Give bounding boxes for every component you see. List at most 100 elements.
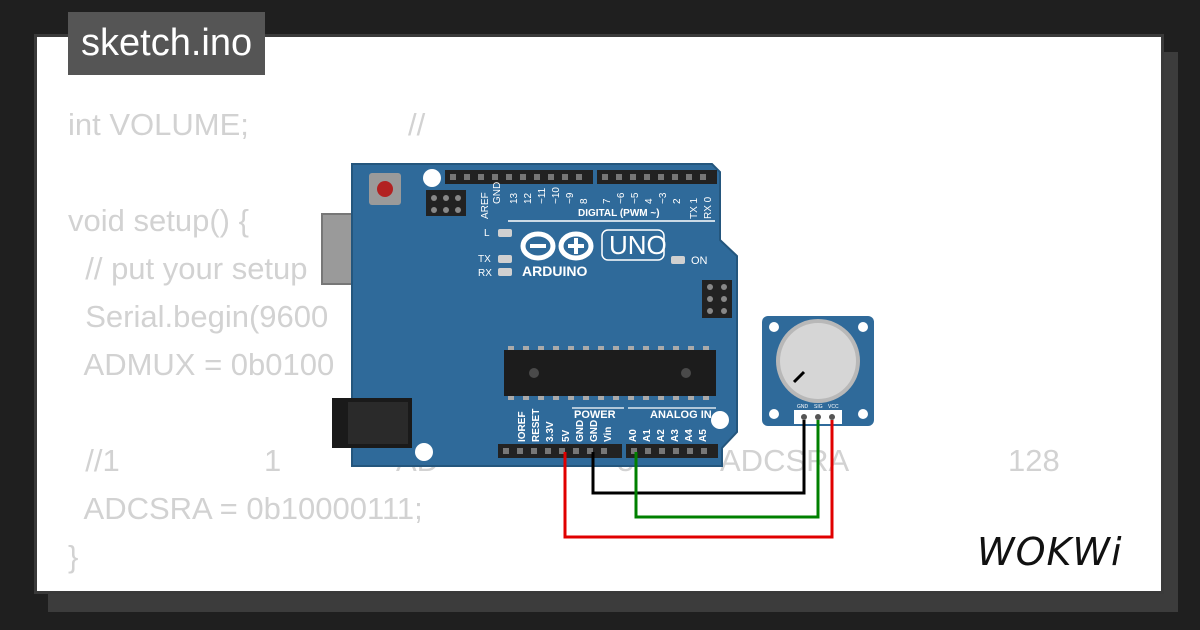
mount-hole — [415, 443, 433, 461]
code-line-2: void setup() { — [68, 203, 249, 238]
top-pin-label: 12 — [523, 192, 534, 204]
header-pin — [545, 448, 551, 454]
pot-pin-gnd[interactable] — [801, 414, 807, 420]
reset-button-cap[interactable] — [377, 181, 393, 197]
header-pin — [645, 448, 651, 454]
board-name: UNO — [609, 230, 667, 260]
code-line-6e: ADCSRA — [720, 443, 850, 478]
mount-hole — [423, 169, 441, 187]
led-tx — [498, 255, 512, 263]
digital-header-left — [445, 170, 593, 184]
header-pin — [478, 174, 484, 180]
top-pin-label: TX 1 — [689, 197, 700, 219]
header-pin — [673, 448, 679, 454]
potentiometer-knob[interactable] — [780, 323, 856, 399]
led-tx-label: TX — [478, 254, 491, 265]
bottom-pin-label: A5 — [698, 429, 709, 442]
top-pin-label: ~6 — [616, 192, 627, 204]
chip-dot — [681, 368, 691, 378]
arduino-infinity-logo — [520, 231, 594, 261]
chip-dot — [529, 368, 539, 378]
header-pin — [576, 174, 582, 180]
analog-label: ANALOG IN — [650, 409, 712, 421]
bottom-pin-label: Vin — [603, 427, 614, 442]
header-pin — [644, 174, 650, 180]
pot-pin-vcc-label: VCC — [828, 404, 839, 410]
header-pin — [517, 448, 523, 454]
pot-mount-hole — [769, 409, 779, 419]
bottom-pin-label: A2 — [656, 429, 667, 442]
analog-header — [626, 444, 718, 458]
wokwi-logo[interactable]: WOKWi — [975, 525, 1151, 577]
header-pin — [548, 174, 554, 180]
pot-pin-gnd-label: GND — [797, 404, 809, 410]
power-label: POWER — [574, 409, 616, 421]
top-pin-label: 4 — [644, 198, 655, 204]
uno-badge — [601, 229, 665, 261]
bottom-pin-label: A3 — [670, 429, 681, 442]
code-line-5: ADMUX = 0b0100 — [68, 347, 335, 382]
top-pin-label: 2 — [672, 198, 683, 204]
pot-mount-hole — [858, 409, 868, 419]
header-pin — [602, 174, 608, 180]
header-pin — [686, 174, 692, 180]
code-line-1a: int VOLUME; — [68, 107, 249, 142]
pot-pin-sig[interactable] — [815, 414, 821, 420]
mount-hole — [711, 411, 729, 429]
code-line-6f: 128 — [1008, 443, 1060, 478]
header-pin — [492, 174, 498, 180]
header-pin — [687, 448, 693, 454]
sketch-title[interactable]: sketch.ino — [68, 12, 266, 75]
header-pin — [700, 174, 706, 180]
header-pin — [573, 448, 579, 454]
code-line-7: ADCSRA = 0b10000111; — [68, 491, 423, 526]
header-pin — [601, 448, 607, 454]
top-pin-label: ~10 — [551, 187, 562, 204]
top-pin-label: RX 0 — [703, 196, 714, 219]
bottom-pin-label: 3.3V — [545, 421, 556, 442]
wire-sig[interactable] — [634, 420, 820, 519]
header-pin — [562, 174, 568, 180]
power-jack-inner — [348, 402, 408, 444]
bottom-pin-label: A1 — [642, 429, 653, 442]
header-pins — [450, 174, 706, 180]
bottom-pin-label: A4 — [684, 429, 695, 442]
pot-pin-vcc[interactable] — [829, 414, 835, 420]
code-line-3: // put your setup — [68, 251, 308, 286]
top-pin-label: ~5 — [630, 192, 641, 204]
led-l-label: L — [484, 228, 490, 239]
wire-gnd[interactable] — [591, 420, 806, 495]
top-pin-label: 7 — [602, 198, 613, 204]
wokwi-logo-text: WOKWi — [977, 530, 1123, 574]
header-pin — [503, 448, 509, 454]
header-pin — [559, 448, 565, 454]
header-pins — [503, 448, 707, 454]
wire-vcc[interactable] — [563, 420, 834, 539]
pot-pin-sig-label: SIG — [814, 404, 823, 410]
header-pin — [464, 174, 470, 180]
header-pin — [659, 448, 665, 454]
header-pin — [631, 448, 637, 454]
digital-label: DIGITAL (PWM ~) — [578, 208, 660, 219]
header-pin — [701, 448, 707, 454]
header-pin — [450, 174, 456, 180]
header-pin — [672, 174, 678, 180]
header-pin — [658, 174, 664, 180]
brand-name: ARDUINO — [522, 263, 587, 279]
led-rx — [498, 268, 512, 276]
chip-pins — [508, 346, 709, 400]
top-pin-label: GND — [492, 182, 503, 204]
top-pin-label: AREF — [480, 192, 491, 219]
pot-mount-hole — [858, 322, 868, 332]
top-pin-label: ~3 — [658, 192, 669, 204]
top-pin-label: 8 — [579, 198, 590, 204]
icsp-header-top — [426, 190, 466, 216]
header-pin — [534, 174, 540, 180]
digital-header-right — [597, 170, 717, 184]
code-line-1b: // — [408, 107, 426, 142]
led-rx-label: RX — [478, 268, 492, 279]
microcontroller-chip — [504, 350, 716, 396]
top-pin-label: ~9 — [565, 192, 576, 204]
header-pin — [520, 174, 526, 180]
